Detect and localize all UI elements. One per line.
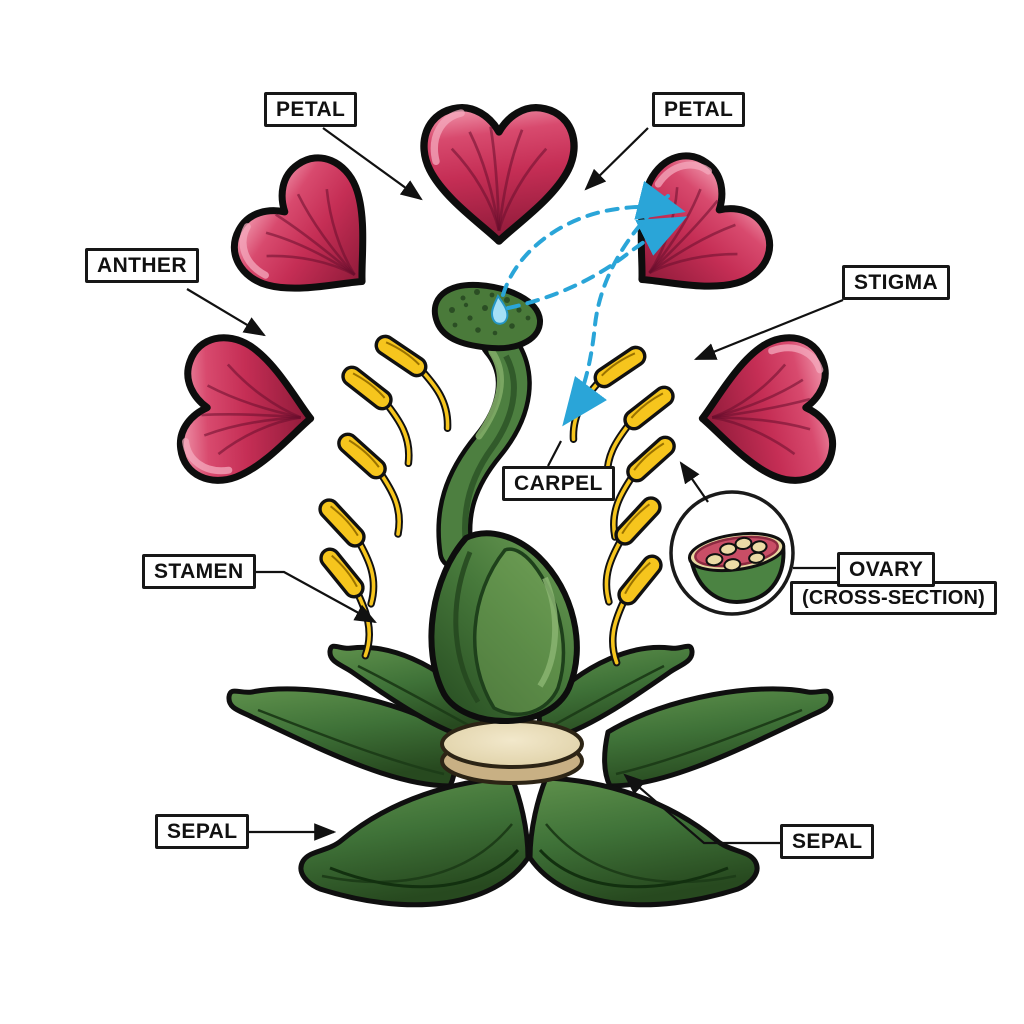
sepal-lower-right [527, 775, 760, 908]
stamen-left-1 [371, 326, 449, 437]
label-anther: ANTHER [85, 248, 199, 284]
sepal-lower-left [298, 775, 531, 908]
petal-upper-left [220, 143, 410, 334]
label-stigma: STIGMA [842, 265, 951, 301]
petal-upper-right [594, 141, 784, 332]
pollination-path-to-petal [501, 180, 686, 297]
ovules [705, 536, 768, 572]
label-arrow-petal-right [584, 127, 649, 191]
petal-top [424, 108, 574, 241]
label-sepal-right: SEPAL [780, 824, 875, 860]
receptacle-disc [440, 719, 584, 785]
pollination-path-to-carpel [562, 194, 670, 427]
label-carpel: CARPEL [502, 466, 615, 502]
sepal-right [602, 686, 834, 789]
label-arrow-sepal-right [623, 773, 780, 845]
cross-section-pointer-arrow [679, 461, 709, 503]
petal-mid-left [177, 334, 318, 489]
label-petal-left: PETAL [264, 92, 358, 128]
petal-mid-right [695, 334, 836, 489]
label-arrow-stigma [693, 298, 844, 361]
carpel-label-connector [547, 440, 562, 467]
pollination-arrows [501, 180, 688, 427]
label-arrow-anther [186, 288, 266, 337]
label-sepal-left: SEPAL [155, 814, 250, 850]
ovary-cross-section-inset [669, 461, 836, 616]
stigma-head [432, 281, 543, 352]
sepal-group [226, 643, 834, 908]
carpel-style [436, 324, 532, 570]
nectar-droplet [490, 293, 509, 325]
label-ovary: OVARY [837, 552, 936, 588]
carpel-ovary [428, 530, 580, 724]
label-arrow-petal-left [322, 127, 423, 201]
carpel [428, 281, 580, 724]
stamen-right-1 [572, 337, 650, 448]
label-stamen: STAMEN [142, 554, 256, 590]
label-petal-right: PETAL [652, 92, 746, 128]
